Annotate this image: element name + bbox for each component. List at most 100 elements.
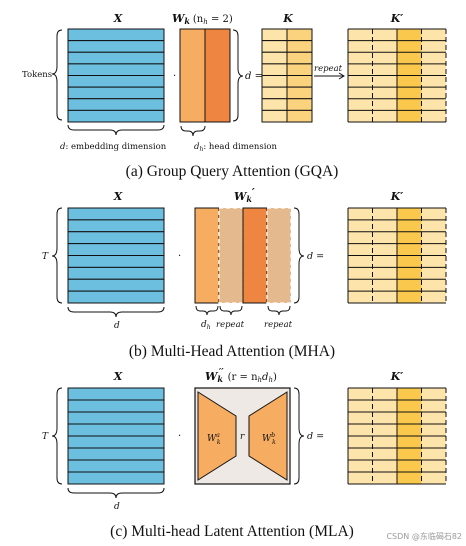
kp-cell	[397, 412, 422, 424]
kp-cell	[372, 424, 397, 436]
kp-cell	[397, 219, 422, 232]
kp-cell	[348, 400, 373, 412]
mha-dh-sub: h	[207, 324, 211, 331]
kp-cell	[348, 291, 373, 303]
x-row	[67, 75, 165, 88]
kp-cell	[397, 243, 422, 256]
kp-cell	[348, 40, 373, 53]
x-row	[67, 40, 165, 53]
kp-cell	[372, 52, 397, 64]
kp-cell	[372, 436, 397, 448]
kp-cell	[397, 424, 422, 436]
kp-cell	[397, 291, 422, 303]
kp-cell	[372, 87, 397, 99]
gqa-d-eq: d =	[245, 71, 263, 82]
kp-cell	[421, 231, 446, 244]
gqa-wk-paren: (n	[193, 14, 204, 25]
kp-cell	[348, 29, 373, 41]
k-cell	[286, 109, 313, 123]
k-cell	[286, 98, 313, 111]
x-row	[67, 86, 165, 100]
mla-kp-label: K′	[390, 370, 404, 383]
gqa-wk-col-2	[204, 28, 231, 123]
mha-dh-d: d	[201, 320, 207, 330]
x-row	[67, 207, 165, 221]
kp-cell	[348, 267, 373, 280]
kp-cell	[397, 400, 422, 412]
k-cell	[261, 28, 288, 42]
mla-w-w: W	[205, 370, 219, 383]
kp-cell	[421, 63, 446, 76]
mha-wk-col-4	[266, 207, 292, 304]
kp-cell	[397, 63, 422, 76]
mha-d-right-brace	[293, 207, 305, 304]
gqa-embed-d: d	[60, 142, 66, 152]
kp-cell	[372, 448, 397, 460]
x-row	[67, 266, 165, 280]
kp-cell	[421, 291, 446, 303]
kp-cell	[397, 87, 422, 99]
kp-cell	[421, 87, 446, 99]
gqa-head-brace	[180, 125, 206, 137]
x-row	[67, 28, 165, 42]
mha-wk-sub: k	[246, 194, 252, 204]
x-row	[67, 278, 165, 292]
kp-cell	[372, 208, 397, 220]
kp-cell	[397, 279, 422, 292]
mla-wb-sub: k	[272, 439, 276, 446]
kp-cell	[421, 29, 446, 41]
mha-repeat2-label: repeat	[264, 320, 293, 330]
mla-w-paren-sub2: h	[268, 376, 273, 384]
kp-cell	[421, 388, 446, 400]
kp-cell	[421, 279, 446, 292]
k-cell	[286, 28, 313, 42]
k-cell	[261, 51, 288, 65]
k-cell	[286, 51, 313, 65]
gqa-kp-label: K′	[390, 12, 404, 25]
gqa-panel: X Tokens d: embedding dimension · Wk(nh …	[22, 12, 447, 180]
kp-cell	[421, 255, 446, 268]
mla-d-label: d	[114, 502, 120, 512]
kp-cell	[348, 208, 373, 220]
kp-cell	[372, 243, 397, 256]
mla-wb-sup: b	[271, 432, 275, 439]
kp-cell	[348, 110, 373, 122]
mla-wa-sub: k	[217, 439, 221, 446]
gqa-k-label: K	[282, 12, 293, 25]
x-row	[67, 109, 165, 123]
mla-wa-shape	[197, 391, 237, 481]
x-row	[67, 219, 165, 233]
kp-cell	[421, 52, 446, 64]
mla-w-sup: ′′	[219, 368, 224, 378]
kp-cell	[421, 219, 446, 232]
kp-cell	[421, 110, 446, 122]
kp-cell	[348, 87, 373, 99]
kp-cell	[397, 40, 422, 53]
kp-cell	[348, 460, 373, 472]
kp-cell	[397, 436, 422, 448]
mla-wb-shape	[248, 391, 288, 481]
mla-w-paren-sub: h	[258, 376, 263, 384]
mha-panel: X T d · Wk′ d = dh repeat repeat K′ (b) …	[42, 186, 447, 360]
kp-cell	[372, 412, 397, 424]
mha-wk-col-3	[242, 207, 268, 304]
gqa-head-d: d	[194, 142, 200, 152]
mla-d-right-brace	[293, 387, 305, 485]
mha-dh-brace	[195, 305, 219, 316]
kp-cell	[421, 424, 446, 436]
gqa-k-matrix	[261, 28, 313, 123]
kp-cell	[421, 412, 446, 424]
mha-t-label: T	[42, 252, 49, 262]
kp-cell	[421, 243, 446, 256]
mha-wk-col-2	[218, 207, 244, 304]
kp-cell	[397, 110, 422, 122]
kp-cell	[372, 75, 397, 88]
x-row	[67, 98, 165, 111]
kp-cell	[372, 110, 397, 122]
gqa-head-sub: h	[199, 146, 203, 153]
kp-cell	[397, 52, 422, 64]
